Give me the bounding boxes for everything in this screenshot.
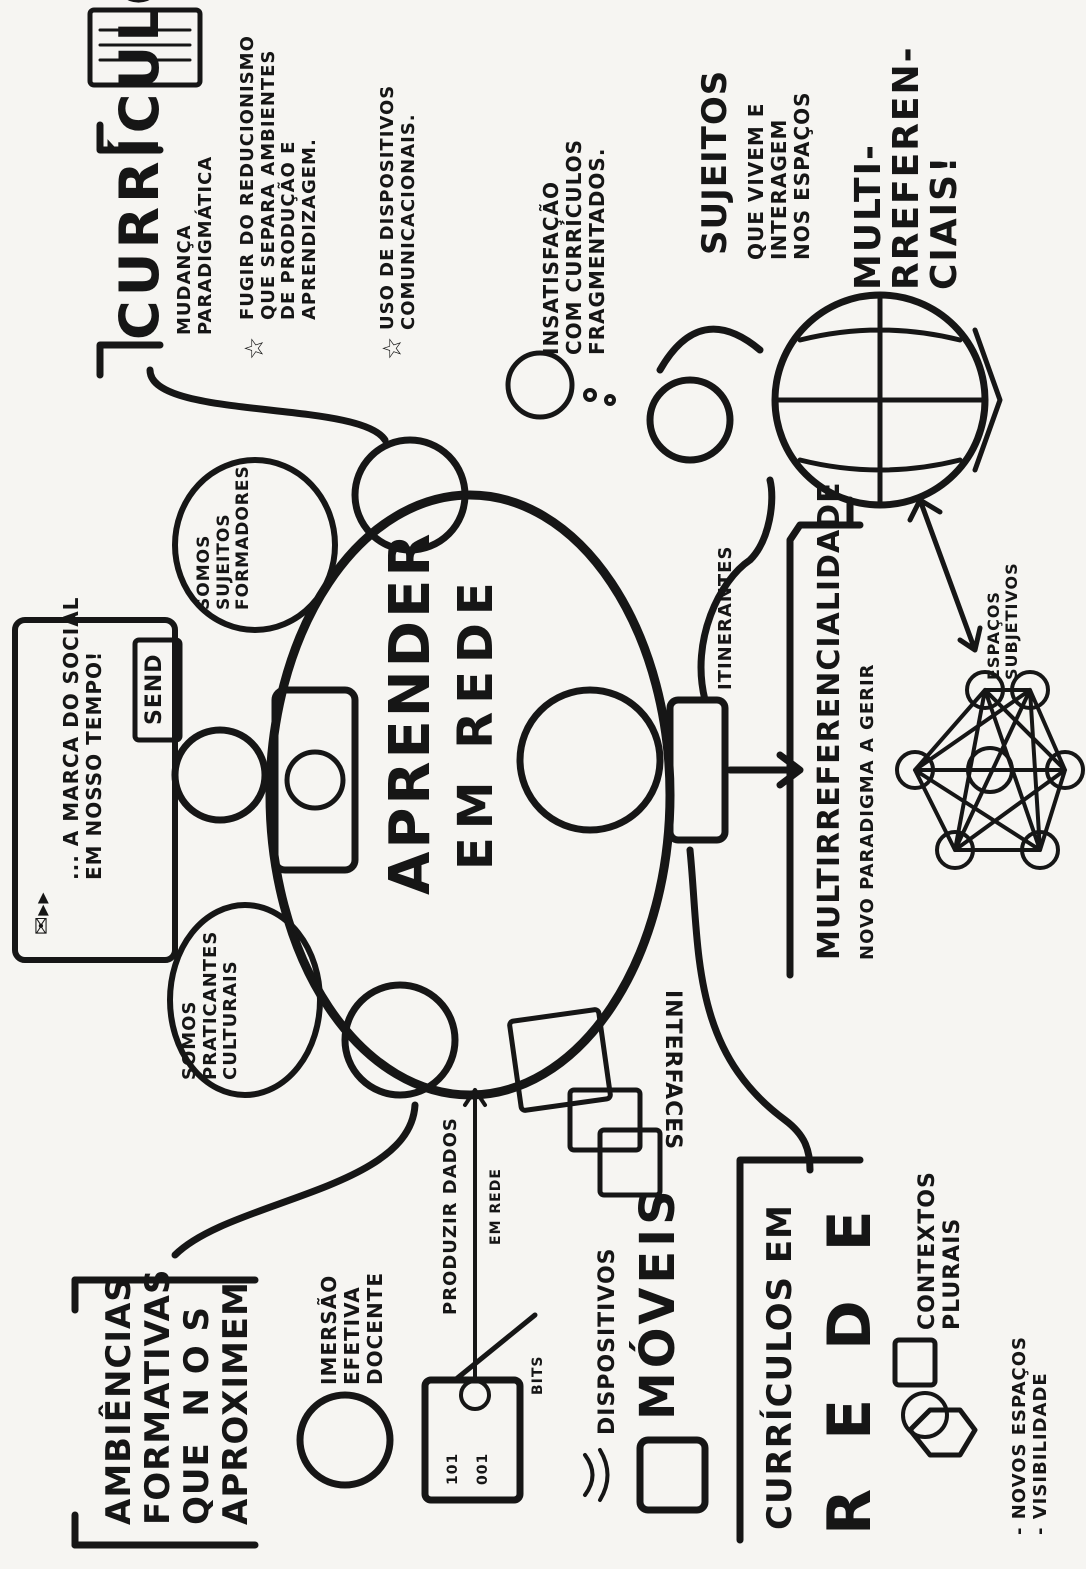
produzir-line1: PRODUZIR DADOS: [440, 1117, 461, 1315]
curriculo-item1: FUGIR DO REDUCIONISMO QUE SEPARA AMBIENT…: [237, 35, 321, 320]
multirref-sub: NOVO PARADIGMA A GERIR: [857, 663, 878, 960]
star-icon: ☆: [240, 335, 270, 360]
star-icon: ☆: [378, 335, 408, 360]
curriculos-rede-line1: CURRÍCULOS EM: [760, 1204, 800, 1530]
mobile-phone-shape: [636, 1436, 709, 1514]
curriculo-sub: MUDANÇA PARADIGMÁTICA: [174, 155, 216, 335]
center-subtitle: EM REDE: [448, 574, 504, 870]
connector-ambiencias: [171, 1101, 419, 1259]
insatisfacao-text: INSATISFAÇÃO COM CURRÍCULOS FRAGMENTADOS…: [539, 138, 609, 355]
imersao-text: IMERSÃO EFETIVA DOCENTE: [317, 1272, 387, 1385]
curriculo-title: CURRÍCULO: [108, 0, 171, 340]
dispositivos-line1: DISPOSITIVOS: [595, 1247, 620, 1435]
document-icon: [87, 7, 203, 88]
itinerantes-label: ITINERANTES: [715, 545, 736, 690]
interfaces-label: INTERFACES: [660, 990, 685, 1151]
mail-icon: ✉▸▸: [30, 891, 55, 935]
curriculo-item2: USO DE DISPOSITIVOS COMUNICACIONAIS.: [377, 84, 419, 330]
connector-itinerantes: [697, 476, 776, 704]
social-text: ... A MARCA DO SOCIAL EM NOSSO TEMPO!: [59, 596, 106, 880]
curriculos-bullets: - NOVOS ESPAÇOS - VISIBILIDADE: [1009, 1336, 1051, 1535]
sujeitos-text: QUE VIVEM E INTERAGEM NOS ESPAÇOS: [744, 91, 814, 260]
connector-curriculos-rede: [686, 846, 814, 1174]
bubble-formadores-text: SOMOS SUJEITOS FORMADORES: [194, 465, 254, 610]
ambiencias-text: AMBIÊNCIAS FORMATIVAS QUE N O S APROXIME…: [99, 1268, 257, 1525]
dispositivos-line2: MÓVEIS: [630, 1186, 686, 1420]
connector-curriculo: [146, 366, 389, 444]
sujeitos-title: SUJEITOS: [695, 69, 735, 255]
center-title: APRENDER: [378, 530, 443, 895]
multirref-title: MULTIRREFERENCIALIDADE: [812, 481, 847, 960]
bubble-praticantes: [167, 902, 323, 1098]
contextos-plurais: CONTEXTOS PLURAIS: [915, 1171, 966, 1330]
network-node-diagram: [895, 670, 1085, 870]
bits-label: BITS: [530, 1355, 546, 1395]
curriculos-rede-line2: R E D E: [815, 1196, 885, 1535]
send-button[interactable]: SEND: [142, 653, 167, 725]
bubble-formadores: [172, 457, 338, 633]
sujeitos-multi: MULTI- RREFEREN- CIAIS!: [848, 45, 965, 290]
binary-line2: 001: [475, 1452, 491, 1485]
espacos-subjetivos-label: ESPAÇOS SUBJETIVOS: [984, 562, 1022, 680]
produzir-line2: EM REDE: [488, 1168, 504, 1245]
bubble-praticantes-text: SOMOS PRATICANTES CULTURAIS: [179, 930, 242, 1080]
send-button-shape: [132, 637, 183, 743]
binary-line1: 101: [445, 1452, 461, 1485]
